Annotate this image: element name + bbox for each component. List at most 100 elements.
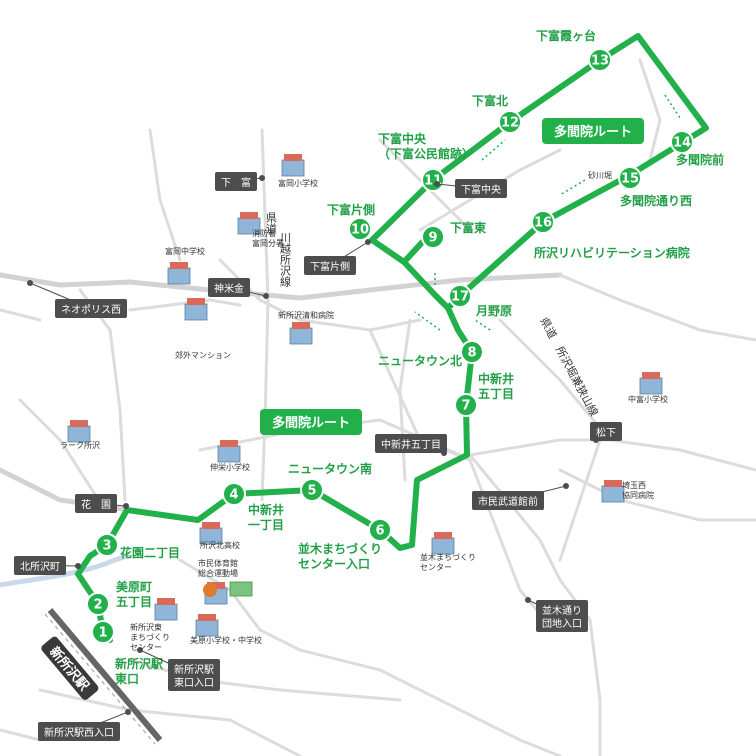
stop-marker bbox=[421, 225, 445, 249]
intersection-tag: 市民武道館前 bbox=[472, 483, 569, 510]
bus-stop-13: 13 下富霞ヶ台 bbox=[536, 28, 612, 72]
stop-number: 11 bbox=[424, 174, 442, 189]
building-icon bbox=[199, 522, 223, 545]
building-icon bbox=[601, 480, 625, 503]
stop-marker bbox=[348, 217, 372, 241]
facility: 中富小学校 bbox=[628, 372, 668, 404]
facility-name: 並木まちづくり bbox=[420, 552, 476, 562]
stop-number: 10 bbox=[351, 223, 369, 238]
facility-name: 富岡分署 bbox=[252, 238, 284, 248]
route-badge-label: 多間院ルート bbox=[272, 415, 350, 431]
stop-number: 2 bbox=[93, 598, 102, 613]
stop-number: 15 bbox=[621, 172, 639, 187]
building-icon bbox=[431, 532, 455, 555]
stop-name: 下富片側 bbox=[327, 202, 375, 217]
route-badge-label: 多間院ルート bbox=[554, 124, 632, 140]
direction-arrows bbox=[414, 94, 681, 331]
facility: 富岡中学校 bbox=[165, 246, 205, 285]
stop-name: 五丁目 bbox=[116, 595, 152, 609]
stop-number: 13 bbox=[591, 54, 609, 69]
road-name-kawagoe-2: 川越所沢線 bbox=[279, 232, 292, 287]
facility: 伸栄小学校 bbox=[210, 440, 250, 472]
facility-name: センター bbox=[130, 643, 162, 652]
stop-name: 所沢リハビリテーション病院 bbox=[534, 245, 690, 260]
facility: 美原小学校・中学校 bbox=[190, 614, 262, 645]
facility-name: 協同病院 bbox=[622, 490, 654, 500]
facility: 郊外マンション bbox=[175, 298, 231, 360]
facility-name: 市民体育館 bbox=[198, 558, 238, 568]
stop-name: 下富霞ヶ台 bbox=[536, 28, 596, 43]
building-icon bbox=[281, 154, 305, 177]
stop-name: 月野原 bbox=[475, 304, 512, 318]
facility-name: 富岡小学校 bbox=[278, 178, 318, 188]
intersection-name: 市民武道館前 bbox=[478, 495, 538, 508]
stop-marker bbox=[222, 482, 246, 506]
facility-name: 中富小学校 bbox=[628, 394, 668, 404]
intersection-name: 下富片側 bbox=[310, 260, 350, 273]
stop-name: 下富中央 bbox=[378, 131, 427, 146]
stop-marker bbox=[454, 393, 478, 417]
building-icon bbox=[184, 298, 208, 321]
building-icon bbox=[237, 212, 261, 235]
intersection-tag: 北所沢町 bbox=[14, 556, 81, 575]
facility: 所沢北高校 bbox=[199, 522, 240, 550]
facility-name: 総合運動場 bbox=[198, 568, 238, 578]
stop-marker bbox=[460, 340, 484, 364]
intersection-tag: 中新井五丁目 bbox=[375, 434, 447, 456]
stop-name: 五丁目 bbox=[478, 387, 514, 401]
stop-name: 新所沢駅 bbox=[115, 656, 164, 671]
stop-number: 3 bbox=[102, 539, 111, 554]
railway bbox=[44, 608, 163, 745]
intersection-name: 並木通り bbox=[542, 604, 582, 617]
stop-marker bbox=[300, 478, 324, 502]
facility-name: センター bbox=[420, 563, 452, 572]
road-name-kawagoe-1: 県道 bbox=[265, 212, 278, 234]
intersection-name: 下富中央 bbox=[461, 183, 501, 196]
facility-name: 埼玉西 bbox=[622, 480, 646, 490]
stop-marker bbox=[498, 110, 522, 134]
stop-number: 14 bbox=[673, 136, 691, 151]
intersection-name: 神米金 bbox=[214, 282, 244, 295]
stop-name: （下富公民館跡） bbox=[378, 146, 474, 161]
facility: 砂川堀 bbox=[588, 170, 612, 180]
facility-name: ラーク所沢 bbox=[60, 440, 100, 450]
intersection-name: 北所沢町 bbox=[20, 560, 60, 573]
stop-marker bbox=[531, 210, 555, 234]
facility-name: 所沢北高校 bbox=[200, 540, 240, 550]
stop-name: 多聞院通り西 bbox=[620, 193, 692, 208]
facility-name: 郊外マンション bbox=[175, 350, 231, 360]
facility-name: 新所沢東 bbox=[130, 622, 162, 632]
stop-marker bbox=[95, 533, 119, 557]
stop-number: 7 bbox=[461, 399, 470, 414]
intersection-name: 花 園 bbox=[81, 498, 111, 511]
bus-stop-10: 10 下富片側 bbox=[327, 202, 375, 241]
facility-name: 富岡中学校 bbox=[165, 246, 205, 256]
intersection-tag: 松下 bbox=[590, 422, 622, 443]
stop-name: 中新井 bbox=[248, 502, 284, 517]
stop-name: 下富東 bbox=[450, 220, 486, 235]
intersection-name: 団地入口 bbox=[542, 617, 582, 630]
stop-marker bbox=[448, 284, 472, 308]
stop-marker bbox=[368, 518, 392, 542]
intersection-name: ネオポリス西 bbox=[61, 304, 121, 316]
stop-name: 東口 bbox=[115, 671, 139, 686]
stop-name: センター入口 bbox=[298, 557, 370, 571]
stop-number: 5 bbox=[307, 484, 316, 499]
facility: 新所沢清和病院 bbox=[278, 310, 334, 345]
building-icon bbox=[217, 440, 241, 463]
